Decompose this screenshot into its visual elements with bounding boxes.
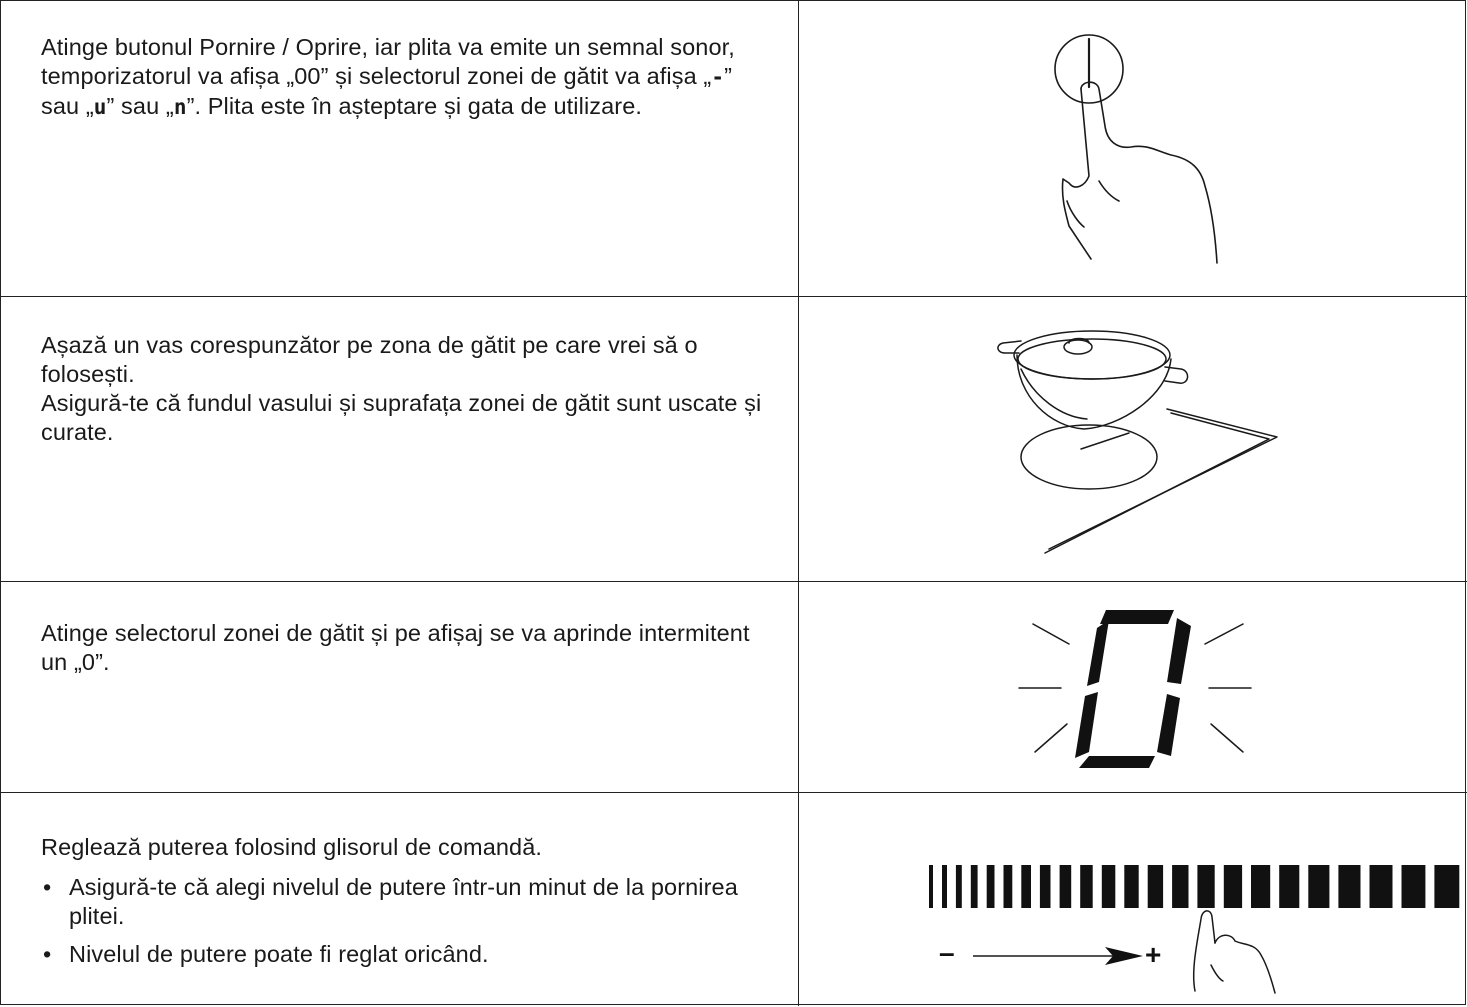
step-intro: Reglează puterea folosind glisorul de co… <box>41 834 543 860</box>
plus-symbol: + <box>1145 939 1162 970</box>
segment-n-symbol: n <box>173 95 187 119</box>
step-text-cell: Atinge selectorul zonei de gătit și pe a… <box>1 582 799 792</box>
slider-bar <box>1101 865 1116 908</box>
step-illustration-cell: – + <box>799 793 1467 1006</box>
slider-bar <box>1197 865 1215 908</box>
slider-bar <box>970 865 978 908</box>
blink-ray <box>1034 723 1068 753</box>
slider-bar <box>1251 865 1271 908</box>
slider-bar <box>1369 865 1393 908</box>
step-description: Atinge butonul Pornire / Oprire, iar pli… <box>41 34 735 119</box>
step-row-select-zone: Atinge selectorul zonei de gătit și pe a… <box>1 581 1467 792</box>
slider-bar <box>1279 865 1300 908</box>
step-row-adjust-power: Reglează puterea folosind glisorul de co… <box>1 792 1467 1006</box>
slider-bar <box>1039 865 1051 908</box>
slider-bar <box>1003 865 1013 908</box>
slider-control-icon <box>929 865 1460 994</box>
step-text-cell: Așază un vas corespunzător pe zona de gă… <box>1 297 799 581</box>
step-paragraph: Asigură-te că fundul vasului și suprafaț… <box>41 390 762 445</box>
slider-bar <box>955 865 962 908</box>
step-bullet-list: Asigură-te că alegi nivelul de putere în… <box>41 873 764 969</box>
segment-u-symbol: u <box>93 95 107 119</box>
step-illustration-cell <box>799 582 1467 792</box>
blink-ray <box>1032 623 1070 645</box>
slider-bar <box>1338 865 1361 908</box>
slider-bar <box>1021 865 1031 908</box>
minus-symbol: – <box>939 937 955 968</box>
finger-pressing-power-button-icon <box>1054 34 1218 264</box>
slider-bar <box>1401 865 1426 908</box>
step-row-power-on: Atinge butonul Pornire / Oprire, iar pli… <box>1 1 1467 296</box>
blink-ray <box>1204 623 1244 645</box>
segment-dash-symbol: - <box>711 65 725 89</box>
seven-segment-zero <box>1075 610 1191 768</box>
step-row-place-pot: Așază un vas corespunzător pe zona de gă… <box>1 296 1467 581</box>
pot-on-cooking-zone-icon <box>997 330 1278 554</box>
slider-bar <box>1172 865 1189 908</box>
slider-bar <box>929 865 933 908</box>
slider-bar <box>1434 865 1460 908</box>
step-paragraph: Așază un vas corespunzător pe zona de gă… <box>41 332 698 387</box>
finger-icon <box>1192 910 1276 994</box>
slider-bar <box>1147 865 1164 908</box>
slider-bar <box>1124 865 1139 908</box>
step-illustration-cell <box>799 1 1467 296</box>
step-text-cell: Reglează puterea folosind glisorul de co… <box>1 793 799 1006</box>
blink-ray <box>1210 723 1244 753</box>
slider-bars <box>929 865 1460 908</box>
arrow-head-icon <box>1105 947 1143 965</box>
blinking-zero-display-icon <box>1018 610 1252 768</box>
slider-bar <box>1223 865 1243 908</box>
slider-bar <box>1308 865 1330 908</box>
slider-bar <box>942 865 947 908</box>
list-item: Asigură-te că alegi nivelul de putere în… <box>41 873 764 931</box>
step-text-cell: Atinge butonul Pornire / Oprire, iar pli… <box>1 1 799 296</box>
list-item: Nivelul de putere poate fi reglat oricân… <box>41 940 764 969</box>
step-illustration-cell <box>799 297 1467 581</box>
step-description: Atinge selectorul zonei de gătit și pe a… <box>41 620 750 675</box>
slider-bar <box>1059 865 1072 908</box>
slider-bar <box>986 865 995 908</box>
slider-bar <box>1080 865 1093 908</box>
